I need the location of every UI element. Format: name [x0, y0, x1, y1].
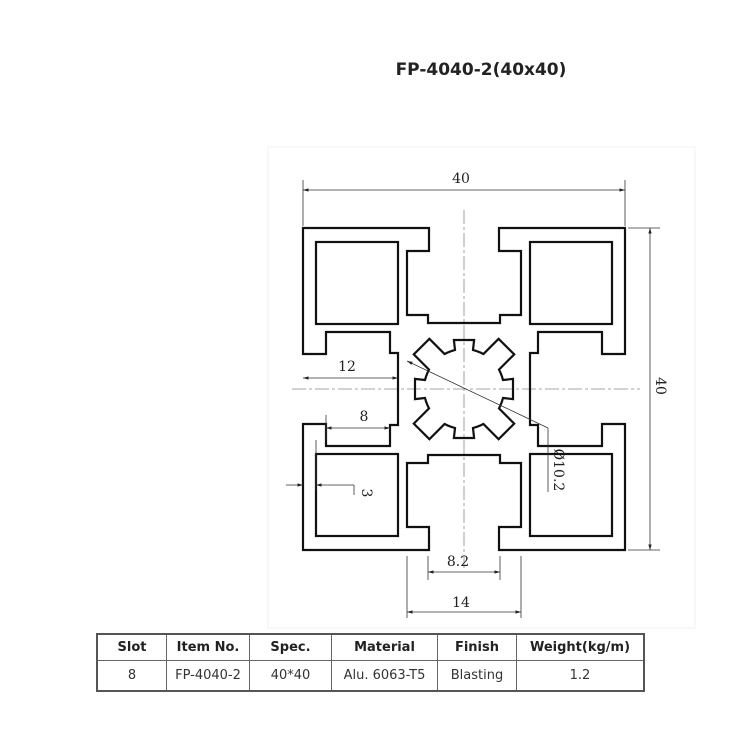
cell-slot: 8	[96, 660, 167, 692]
dim-slot-depth: 12	[338, 359, 356, 375]
cell-weight: 1.2	[516, 660, 645, 692]
header-material: Material	[331, 633, 438, 661]
header-spec: Spec.	[249, 633, 332, 661]
dim-height: 40	[652, 377, 668, 395]
dim-slot-width: 14	[452, 595, 470, 611]
spec-table: Slot Item No. Spec. Material Finish Weig…	[96, 633, 645, 692]
header-slot: Slot	[96, 633, 167, 661]
dimension-lines	[286, 180, 660, 618]
header-item-no: Item No.	[166, 633, 250, 661]
dim-slot-inner: 8	[360, 409, 369, 425]
dim-slot-opening: 8.2	[447, 554, 469, 570]
header-weight: Weight(kg/m)	[516, 633, 645, 661]
dim-bore: Ø10.2	[550, 449, 566, 492]
cell-material: Alu. 6063-T5	[331, 660, 438, 692]
table-header-row: Slot Item No. Spec. Material Finish Weig…	[96, 633, 645, 661]
cell-item-no: FP-4040-2	[166, 660, 250, 692]
dim-wall: 3	[358, 489, 374, 498]
header-finish: Finish	[437, 633, 517, 661]
dim-width: 40	[452, 171, 470, 187]
page-title: FP-4040-2(40x40)	[395, 60, 567, 80]
center-bore	[412, 337, 516, 441]
table-row: 8 FP-4040-2 40*40 Alu. 6063-T5 Blasting …	[96, 660, 645, 692]
drawing-frame	[267, 146, 696, 629]
cell-finish: Blasting	[437, 660, 517, 692]
profile-outline	[301, 226, 627, 552]
cell-spec: 40*40	[249, 660, 332, 692]
